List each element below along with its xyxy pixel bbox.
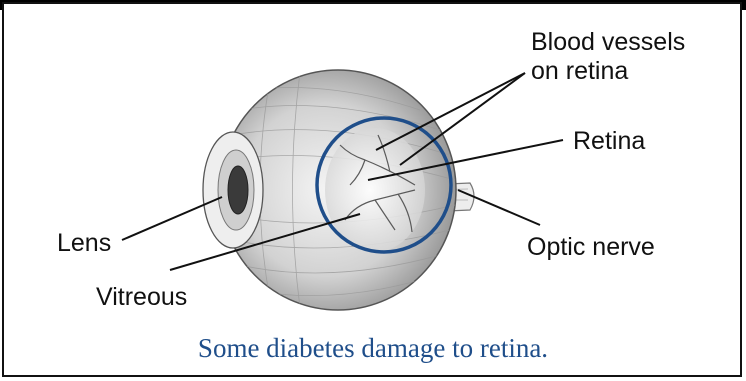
retina-label: Retina [573,127,645,156]
blood-vessels-label: Blood vessels on retina [531,28,685,86]
lens-label: Lens [57,229,111,258]
blood-vessels-label-line2: on retina [531,57,685,86]
vitreous-label: Vitreous [96,283,187,312]
optic-nerve-label: Optic nerve [527,233,655,262]
figure-caption: Some diabetes damage to retina. [0,333,746,364]
eyeball-illustration [203,70,456,310]
blood-vessels-label-line1: Blood vessels [531,28,685,57]
